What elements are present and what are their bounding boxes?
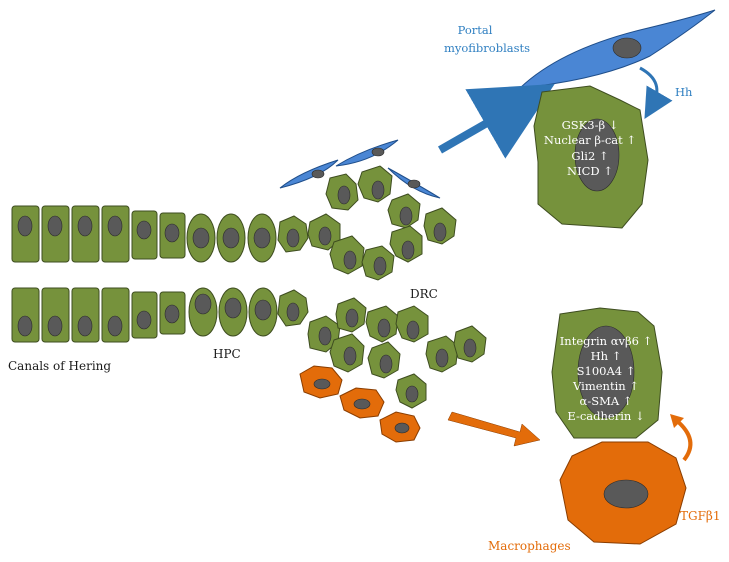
bottom-marker-1: Integrin αvβ6 ↑ [560,334,653,348]
myofibroblast-nucleus [612,37,642,59]
bottom-marker-2: Hh ↑ [591,349,622,363]
orange-arrow [447,411,541,447]
macrophage-nucleus [603,479,649,509]
bottom-cell-nucleus [577,325,635,419]
tgf-curved-arrow [674,418,693,462]
macrophages-label: Macrophages [488,539,571,553]
bottom-marker-4: Vimentin ↑ [572,379,639,393]
bottom-marker-5: α-SMA ↑ [580,394,633,408]
hh-curved-arrow [639,66,673,119]
canals-label: Canals of Hering [8,359,111,373]
tgf-label: TGFβ1 [680,509,721,523]
portal-label-line2: myofibroblasts [444,41,530,55]
top-cell-nucleus [574,118,620,192]
top-marker-4: NICD ↑ [567,164,613,178]
portal-label-line1: Portal [458,23,493,37]
cell-row-top [11,205,277,263]
hh-label: Hh [675,85,693,99]
drc-label: DRC [410,287,438,301]
hpc-label: HPC [213,347,241,361]
bottom-marker-3: S100A4 ↑ [577,364,636,378]
bottom-marker-6: E-cadherin ↓ [567,409,644,423]
blue-arrow [438,84,555,159]
top-marker-1: GSK3-β ↓ [562,118,619,132]
top-marker-2: Nuclear β-cat ↑ [544,133,636,147]
top-marker-3: Gli2 ↑ [571,149,608,163]
